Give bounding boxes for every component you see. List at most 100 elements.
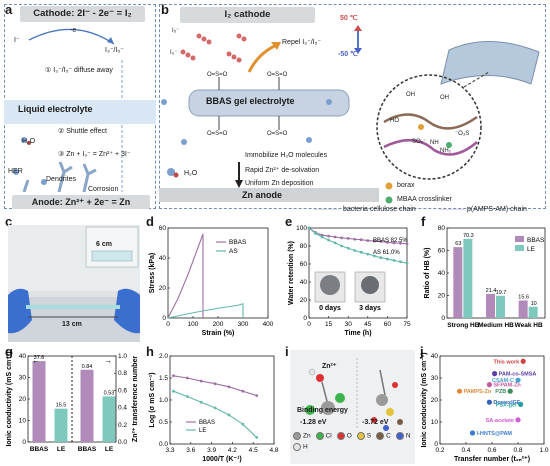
legend-swatch — [515, 236, 524, 242]
y-tick-label: 20 — [159, 285, 167, 292]
panel-b-graphics — [159, 25, 540, 210]
data-point — [199, 400, 203, 404]
panel-a-graphics — [4, 28, 156, 192]
atom-label: N — [405, 432, 411, 440]
immobilize-text: Immobilize H₂O molecules — [245, 152, 328, 159]
y-axis-label: Water retention (%) — [288, 241, 295, 305]
y-axis-label: Stress (kPa) — [149, 253, 156, 293]
panel-f-letter: f — [421, 214, 426, 229]
h2o-label: H₂O — [22, 138, 36, 145]
data-point — [333, 241, 337, 245]
oh-label-3: OH — [440, 95, 449, 101]
polyiodide-label: I₃⁻/I₅⁻ — [105, 47, 124, 54]
series-line-bbas — [308, 227, 408, 245]
series-line-bbas — [167, 233, 204, 319]
cellulose-legend: bacteria cellulose chain — [343, 206, 416, 213]
point-label: SA-acetate — [486, 418, 514, 424]
bar-value-label: 70.3 — [463, 233, 474, 239]
so3-label-a: SO₃⁻ — [412, 139, 427, 145]
y-tick-label: 0 — [434, 441, 438, 448]
x-tick-label: 0.8 — [513, 447, 522, 454]
legend-label: LE — [199, 428, 206, 434]
data-point — [359, 250, 363, 254]
data-point — [456, 388, 463, 394]
panel-b-frame — [159, 4, 546, 209]
x-tick-label: 60 — [384, 321, 392, 328]
bar — [80, 369, 94, 442]
her-label: HER — [8, 168, 23, 175]
binding-energy-2: -3.72 eV — [362, 419, 389, 426]
x-tick-label: 15 — [325, 321, 333, 328]
data-point — [366, 239, 370, 242]
cathode-bar: Cathode: 2I⁻ - 2e⁻ = I₂ — [20, 6, 145, 22]
y-tick-label: 60 — [159, 225, 167, 232]
panel-i-letter: i — [285, 344, 289, 359]
data-point — [307, 226, 311, 230]
series-line-le — [173, 390, 258, 438]
legend-swatch — [515, 245, 524, 251]
y2-tick-label: 0.4 — [118, 405, 127, 412]
repel-label: Repel I₃⁻/I₅⁻ — [282, 39, 322, 46]
legend-label: BBAS — [199, 420, 215, 426]
y-axis-label: Log (σ mS cm⁻¹) — [149, 372, 156, 427]
anode-label: Anode: Zn²⁺ + 2e⁻ = Zn — [31, 197, 131, 207]
y-tick-label: 20 — [431, 397, 439, 404]
category-label: LE — [105, 446, 114, 453]
point-label: I-HNTS@PAM — [477, 431, 513, 437]
anode-bar: Anode: Zn²⁺ + 2e⁻ = Zn — [12, 195, 150, 209]
data-point — [353, 249, 357, 252]
legend-label: BBAS — [527, 237, 545, 244]
desolvation-text: Rapid Zn²⁺ de-solvation — [245, 167, 320, 174]
data-point — [172, 389, 175, 393]
oh-label-2: HO — [390, 118, 399, 124]
y-tick-label: 40 — [431, 353, 439, 360]
temp-low-label: -50 ℃ — [338, 51, 358, 58]
zn-anode-label: Zn anode — [242, 190, 282, 200]
x-axis-label: 1000/T (K⁻¹) — [202, 456, 241, 463]
x-tick-label: 75 — [403, 321, 411, 328]
left-axis-arrow: ← — [32, 356, 40, 365]
liquid-electrolyte-label: Liquid electrolyte — [18, 104, 93, 114]
data-point — [379, 256, 383, 260]
bar-value-label: 63 — [455, 241, 461, 247]
data-point — [486, 382, 492, 388]
width-measure: 6 cm — [96, 241, 112, 248]
data-point — [386, 257, 389, 261]
element-legend-item: N — [395, 432, 411, 440]
x-tick-label: 30 — [345, 321, 353, 328]
series-line-as — [308, 227, 408, 264]
bar-value-label: 19.7 — [496, 290, 507, 296]
data-point — [255, 394, 259, 397]
element-legend-item: Zn — [293, 432, 311, 440]
point-label: DowexIGF — [493, 400, 521, 406]
x-axis-label: Time (h) — [344, 330, 371, 337]
y-tick-label: 40 — [300, 279, 308, 286]
panel-b-letter: b — [161, 2, 169, 17]
category-label: Weak HB — [515, 322, 543, 329]
y-tick-label: 0 — [303, 315, 307, 322]
bar-value-label: 10 — [531, 301, 537, 307]
step-1-text: ① I₃⁻/I₅⁻ diffuse away — [45, 67, 113, 74]
bar-bbas — [486, 293, 495, 318]
data-point — [492, 371, 498, 377]
data-point — [255, 436, 259, 439]
bar-value-label: 15.6 — [518, 294, 529, 300]
sulfonate-3: O=S=O — [207, 131, 228, 137]
panel-a-letter: a — [5, 2, 13, 17]
dendrites-label: Dendrites — [46, 176, 76, 183]
data-point — [346, 246, 350, 250]
step-3-text: ③ Zn + I₃⁻ = Zn²⁺ + 3I⁻ — [58, 151, 131, 158]
data-point — [185, 376, 189, 380]
panel-c-photo — [8, 225, 140, 342]
atom-swatch — [315, 432, 324, 440]
panel-g-letter: g — [5, 344, 13, 359]
y-tick-label: 0 — [441, 315, 445, 322]
series-annotation: AS 61.0% — [373, 250, 400, 256]
data-point — [386, 241, 389, 244]
temp-high-label: 50 ℃ — [340, 15, 358, 22]
